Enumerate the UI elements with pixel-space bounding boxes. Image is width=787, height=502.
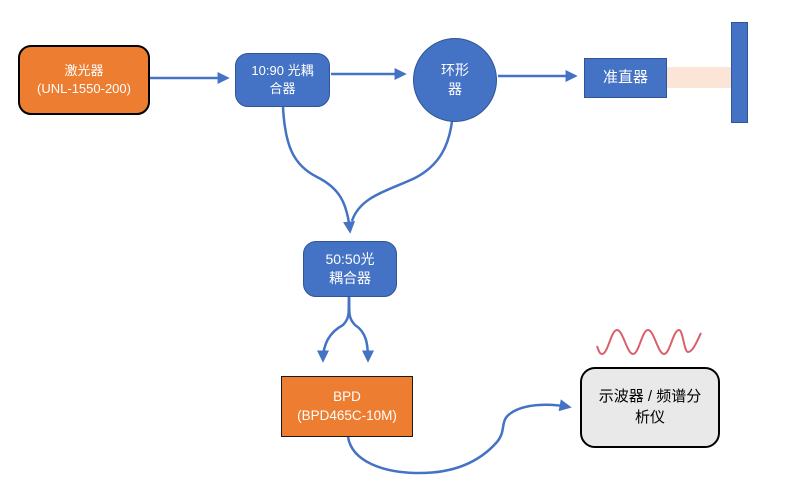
connector-circulator-to-coupler5050 — [350, 120, 454, 222]
node-coupler-1090: 10:90 光耦 合器 — [235, 53, 330, 107]
circulator-label-line2: 器 — [448, 81, 462, 97]
node-bpd: BPD (BPD465C-10M) — [281, 376, 413, 437]
bpd-label-line1: BPD — [333, 388, 361, 404]
connector-coupler1090-to-coupler5050 — [281, 106, 356, 234]
node-coupler-5050: 50:50光 耦合器 — [303, 241, 397, 297]
free-space-beam — [667, 67, 731, 88]
circulator-label-line1: 环形 — [441, 61, 469, 78]
node-circulator: 环形 器 — [413, 38, 497, 122]
coupler-1090-label-line2: 合器 — [269, 81, 296, 96]
coupler-1090-label-line1: 10:90 光耦 — [251, 63, 314, 79]
connector-bpd-to-analyzer — [346, 399, 572, 475]
bpd-label-line2: (BPD465C-10M) — [297, 407, 397, 423]
sine-wave-icon — [596, 328, 702, 356]
coupler-5050-label-line1: 50:50光 — [325, 250, 375, 267]
laser-label-line2: (UNL-1550-200) — [37, 81, 131, 96]
analyzer-label-line2: 析仪 — [634, 408, 665, 426]
target-mirror-bar — [731, 22, 748, 123]
node-analyzer: 示波器 / 频谱分 析仪 — [580, 367, 720, 448]
laser-label-line1: 激光器 — [64, 63, 104, 79]
node-laser: 激光器 (UNL-1550-200) — [18, 45, 150, 115]
node-collimator: 准直器 — [584, 58, 667, 98]
connector-coupler5050-to-bpd-left — [316, 296, 351, 363]
analyzer-label-line1: 示波器 / 频谱分 — [598, 387, 702, 405]
coupler-5050-label-line2: 耦合器 — [329, 270, 371, 286]
connector-coupler5050-to-bpd-right — [347, 296, 375, 363]
collimator-label: 准直器 — [602, 68, 648, 86]
